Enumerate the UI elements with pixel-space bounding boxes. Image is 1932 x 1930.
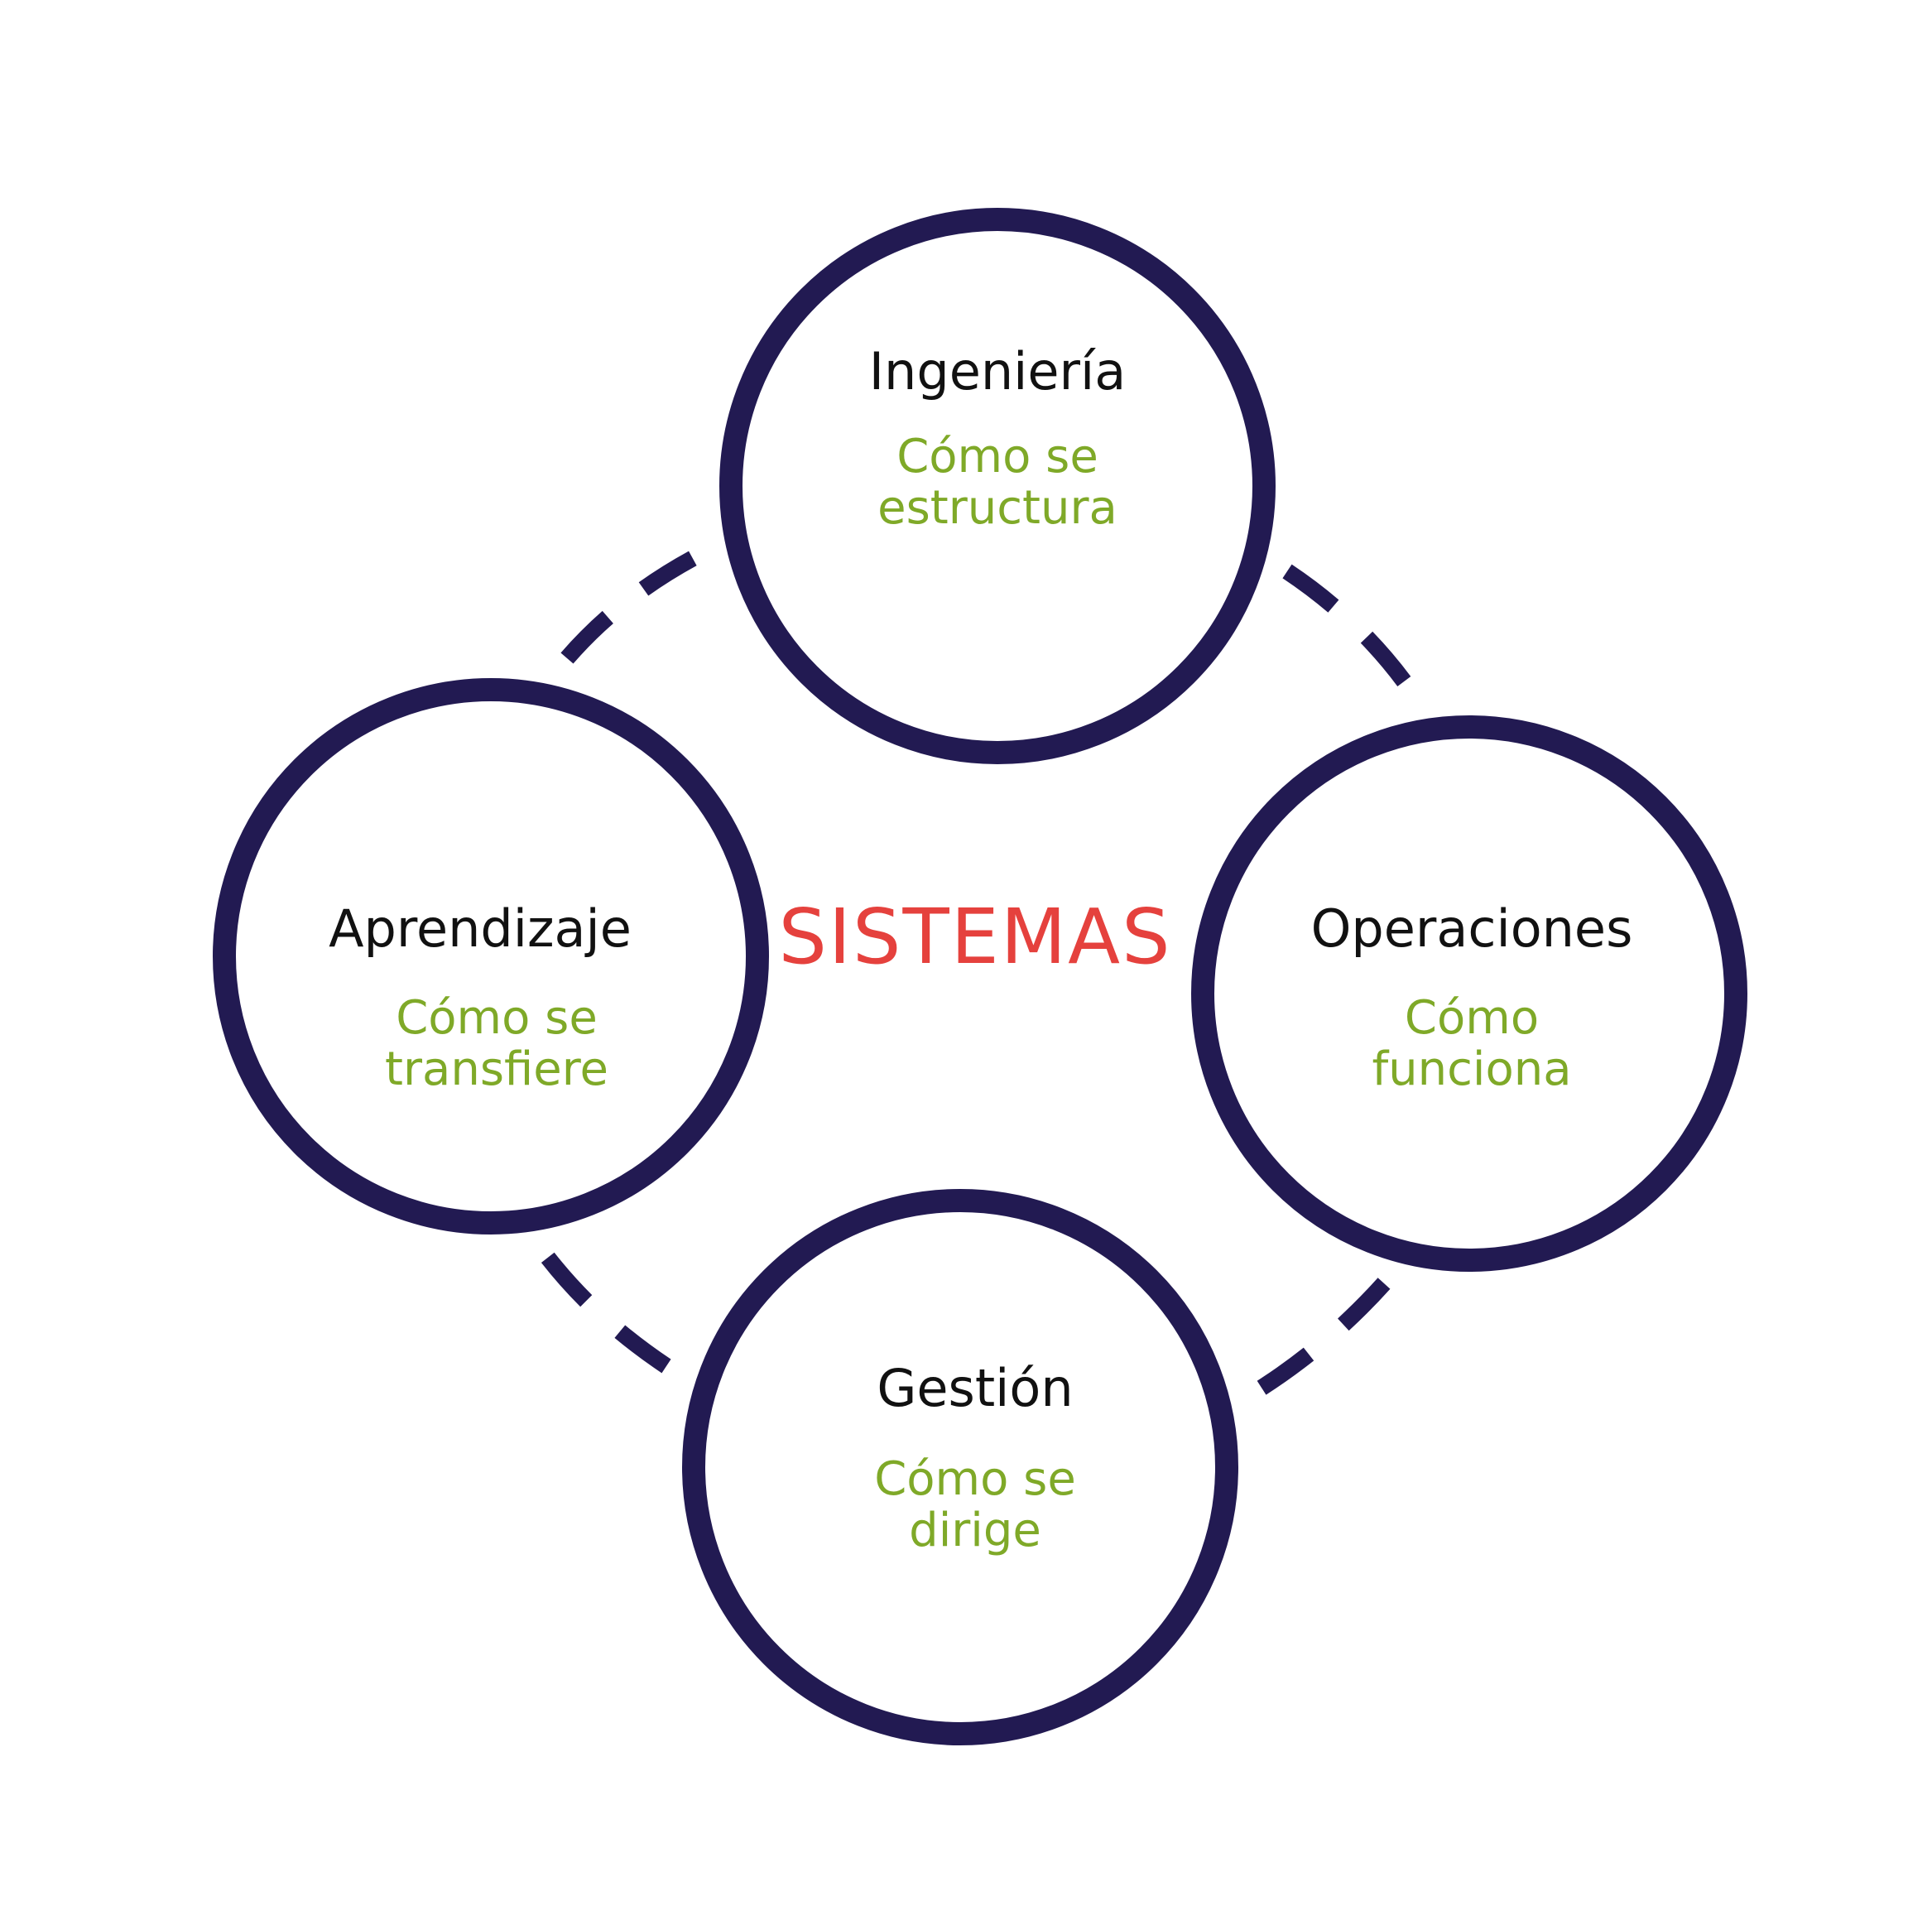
- node-ring: [682, 1189, 1238, 1745]
- node-subtitle-line1: Cómo se: [874, 1452, 1076, 1506]
- center-title: SISTEMAS: [779, 893, 1172, 981]
- connector-arc-operaciones-gestion: [1245, 1278, 1391, 1403]
- node-ingenieria: Ingeniería Cómo se estructura: [719, 208, 1276, 764]
- node-subtitle-line2: estructura: [877, 481, 1117, 535]
- connector-arc-gestion-aprendizaje: [536, 1244, 671, 1374]
- node-title: Ingeniería: [869, 341, 1126, 402]
- node-subtitle-line2: dirige: [909, 1504, 1041, 1557]
- node-subtitle-line1: Cómo: [1405, 991, 1539, 1045]
- node-subtitle-line1: Cómo se: [396, 991, 598, 1045]
- node-title: Aprendizaje: [329, 898, 632, 959]
- node-gestion: Gestión Cómo se dirige: [682, 1189, 1238, 1745]
- node-aprendizaje: Aprendizaje Cómo se transfiere: [213, 678, 769, 1235]
- node-ring: [213, 678, 769, 1235]
- node-ring: [1191, 715, 1747, 1272]
- node-ring: [719, 208, 1276, 764]
- node-title: Gestión: [877, 1358, 1073, 1418]
- connector-arc-ingenieria-operaciones: [1282, 564, 1419, 696]
- node-subtitle-line2: funciona: [1372, 1042, 1571, 1096]
- connector-arc-aprendizaje-ingenieria: [560, 547, 704, 664]
- node-subtitle-line2: transfiere: [385, 1042, 608, 1096]
- node-subtitle-line1: Cómo se: [896, 430, 1098, 484]
- node-title: Operaciones: [1311, 898, 1633, 959]
- node-operaciones: Operaciones Cómo funciona: [1191, 715, 1747, 1272]
